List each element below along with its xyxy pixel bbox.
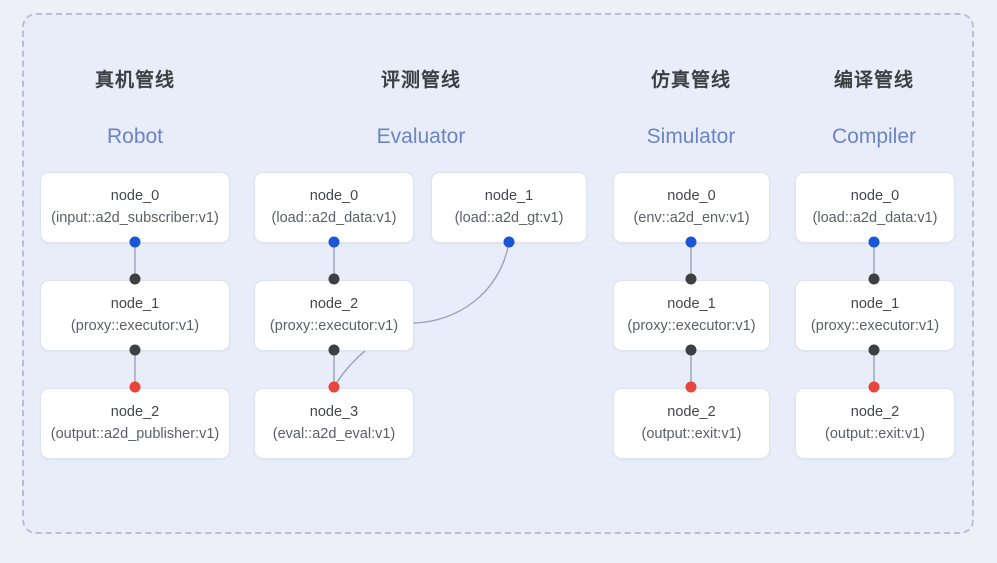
- port-output-eval-node-2[interactable]: [328, 344, 340, 356]
- node-comp-node-2[interactable]: node_2 (output::exit:v1): [795, 388, 955, 459]
- node-spec: (load::a2d_data:v1): [812, 209, 938, 226]
- node-name: node_1: [850, 295, 900, 312]
- port-output-robot-node-0[interactable]: [129, 236, 141, 248]
- port-output-robot-node-1[interactable]: [129, 344, 141, 356]
- node-spec: (output::a2d_publisher:v1): [50, 425, 220, 442]
- node-name: node_2: [850, 403, 900, 420]
- node-comp-node-0[interactable]: node_0 (load::a2d_data:v1): [795, 172, 955, 243]
- port-input-sim-node-2[interactable]: [685, 381, 697, 393]
- node-spec: (proxy::executor:v1): [810, 317, 940, 334]
- node-sim-node-0[interactable]: node_0 (env::a2d_env:v1): [613, 172, 770, 243]
- port-input-eval-node-2[interactable]: [328, 273, 340, 285]
- node-spec: (proxy::executor:v1): [269, 317, 399, 334]
- column-title-cn-evaluator: 评测管线: [380, 70, 461, 91]
- port-output-eval-node-0[interactable]: [328, 236, 340, 248]
- port-input-comp-node-2[interactable]: [868, 381, 880, 393]
- node-spec: (input::a2d_subscriber:v1): [51, 209, 219, 226]
- node-robot-node-1[interactable]: node_1 (proxy::executor:v1): [40, 280, 230, 351]
- port-input-comp-node-1[interactable]: [868, 273, 880, 285]
- node-spec: (proxy::executor:v1): [627, 317, 756, 334]
- port-output-comp-node-0[interactable]: [868, 236, 880, 248]
- node-spec: (load::a2d_data:v1): [271, 209, 397, 226]
- node-spec: (output::exit:v1): [825, 425, 925, 442]
- node-eval-node-0[interactable]: node_0 (load::a2d_data:v1): [254, 172, 414, 243]
- node-name: node_2: [110, 403, 160, 420]
- column-title-en-compiler: Compiler: [831, 125, 917, 148]
- node-robot-node-0[interactable]: node_0 (input::a2d_subscriber:v1): [40, 172, 230, 243]
- port-input-eval-node-3[interactable]: [328, 381, 340, 393]
- node-name: node_1: [484, 187, 534, 204]
- node-spec: (output::exit:v1): [641, 425, 742, 442]
- node-name: node_2: [309, 295, 359, 312]
- node-spec: (eval::a2d_eval:v1): [272, 425, 396, 442]
- port-output-comp-node-1[interactable]: [868, 344, 880, 356]
- column-title-cn-simulator: 仿真管线: [650, 70, 731, 91]
- node-name: node_1: [667, 295, 716, 312]
- column-title-cn-compiler: 编译管线: [833, 70, 914, 91]
- port-input-robot-node-1[interactable]: [129, 273, 141, 285]
- node-name: node_1: [110, 295, 160, 312]
- column-title-en-simulator: Simulator: [646, 125, 736, 148]
- node-sim-node-2[interactable]: node_2 (output::exit:v1): [613, 388, 770, 459]
- node-name: node_0: [110, 187, 160, 204]
- node-eval-node-3[interactable]: node_3 (eval::a2d_eval:v1): [254, 388, 414, 459]
- node-name: node_0: [309, 187, 359, 204]
- node-sim-node-1[interactable]: node_1 (proxy::executor:v1): [613, 280, 770, 351]
- port-input-robot-node-2[interactable]: [129, 381, 141, 393]
- port-output-eval-node-1[interactable]: [503, 236, 515, 248]
- node-name: node_3: [309, 403, 359, 420]
- node-name: node_0: [850, 187, 900, 204]
- node-eval-node-2[interactable]: node_2 (proxy::executor:v1): [254, 280, 414, 351]
- node-spec: (env::a2d_env:v1): [633, 209, 750, 226]
- column-title-en-evaluator: Evaluator: [376, 125, 466, 148]
- node-eval-node-1[interactable]: node_1 (load::a2d_gt:v1): [431, 172, 587, 243]
- node-comp-node-1[interactable]: node_1 (proxy::executor:v1): [795, 280, 955, 351]
- node-robot-node-2[interactable]: node_2 (output::a2d_publisher:v1): [40, 388, 230, 459]
- port-output-sim-node-1[interactable]: [685, 344, 697, 356]
- node-name: node_0: [667, 187, 716, 204]
- node-spec: (load::a2d_gt:v1): [454, 209, 564, 226]
- port-input-sim-node-1[interactable]: [685, 273, 697, 285]
- node-spec: (proxy::executor:v1): [70, 317, 200, 334]
- column-title-en-robot: Robot: [106, 125, 164, 148]
- node-name: node_2: [667, 403, 716, 420]
- column-title-cn-robot: 真机管线: [94, 70, 175, 91]
- port-output-sim-node-0[interactable]: [685, 236, 697, 248]
